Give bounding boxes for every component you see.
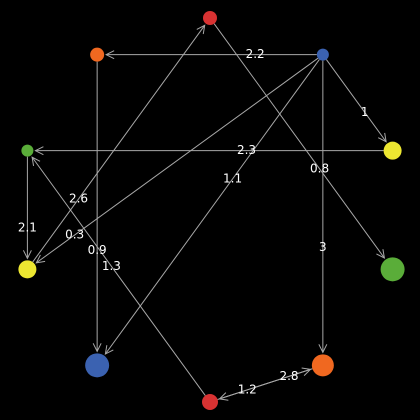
arrowhead-n5-n8	[31, 156, 41, 167]
arrowhead-n2-n8	[34, 146, 44, 156]
edge-label-n9-n6: 0.9	[88, 243, 107, 257]
arrowhead-n1-n4	[318, 344, 328, 354]
node-n1	[316, 48, 329, 61]
edge-n1-n6	[104, 59, 320, 355]
arrowhead-n9-n6	[92, 343, 102, 353]
edge-label-n8-n7: 2.1	[18, 220, 37, 234]
node-n4	[311, 354, 334, 377]
arrowhead-n8-n7	[22, 250, 32, 260]
arrowhead-n1-n7	[35, 254, 46, 264]
node-n6	[85, 353, 110, 378]
edge-label-n2-n8: 2.3	[237, 143, 256, 157]
node-n9	[90, 47, 105, 62]
edge-n1-n2	[325, 59, 387, 143]
arrowhead-n1-n2	[377, 132, 387, 143]
edge-label-n1-n4: 3	[319, 240, 327, 254]
edge-label-n0-n3: 0.8	[310, 161, 329, 175]
node-n2	[383, 141, 402, 160]
edge-label-n4-n5: 2.8	[279, 369, 298, 383]
edge-labels-layer: 2.2 2.6 1 1.1 2.3 0.8 0.3 1.3 2.1 0.9 3 2.8 1.2	[18, 47, 369, 396]
edge-label-n5-n8: 1.3	[102, 259, 121, 273]
arrowhead-n7-n0	[196, 24, 206, 35]
arrowhead-n5-n4	[301, 367, 312, 376]
edge-n1-n7	[36, 57, 319, 264]
node-n5	[202, 394, 218, 410]
arrowhead-n1-n6	[104, 345, 114, 355]
node-n7	[18, 260, 37, 279]
edges-layer	[22, 23, 387, 401]
edge-label-n5-n4: 1.2	[238, 382, 257, 396]
edge-n5-n8	[31, 156, 206, 396]
edge-n7-n0	[32, 24, 206, 263]
edge-label-n1-n6: 1.1	[223, 171, 242, 185]
node-n8	[21, 144, 34, 157]
arrowhead-n0-n3	[376, 249, 386, 259]
edge-label-n7-n0: 2.6	[69, 191, 88, 205]
node-n0	[203, 11, 217, 25]
edge-label-n1-n7: 0.3	[65, 227, 84, 241]
edge-label-n1-n9: 2.2	[246, 47, 265, 61]
edge-n5-n4	[217, 368, 311, 401]
edge-n0-n3	[213, 23, 385, 259]
nodes-layer	[18, 11, 405, 410]
edge-label-n1-n2: 1	[361, 105, 369, 119]
arrowhead-n1-n9	[105, 50, 115, 60]
node-n3	[380, 257, 405, 282]
